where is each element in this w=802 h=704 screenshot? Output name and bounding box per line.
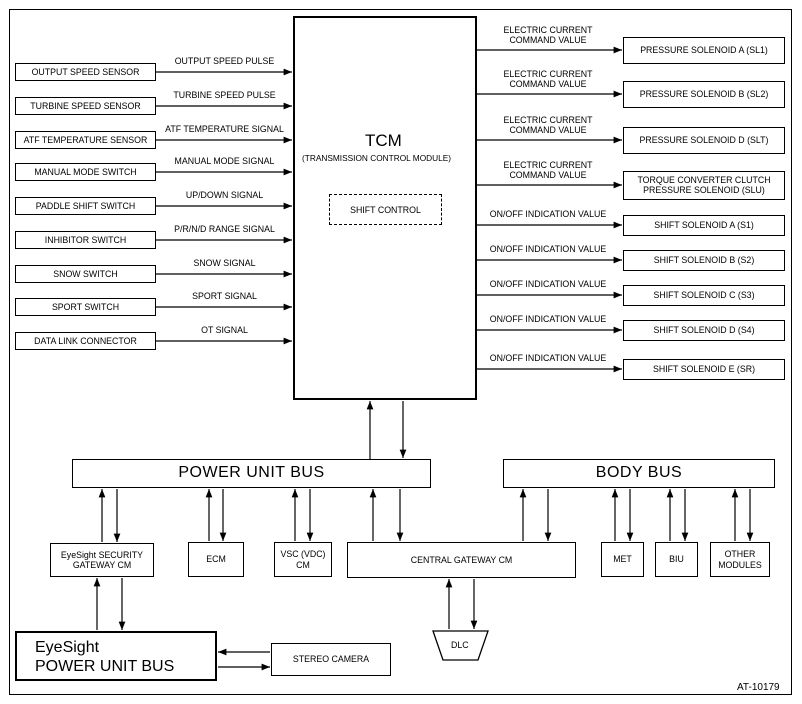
input-box: MANUAL MODE SWITCH [15,163,156,181]
input-signal-label: UP/DOWN SIGNAL [185,190,264,200]
central-gateway-cm: CENTRAL GATEWAY CM [347,542,576,578]
output-box: PRESSURE SOLENOID B (SL2) [623,80,785,108]
output-box: PRESSURE SOLENOID A (SL1) [623,36,785,64]
output-signal-label: ON/OFF INDICATION VALUE [489,279,607,289]
output-signal-label: ON/OFF INDICATION VALUE [489,314,607,324]
vsc-cm-box: VSC (VDC) CM [274,542,332,577]
output-box: TORQUE CONVERTER CLUTCH PRESSURE SOLENOI… [623,170,785,200]
input-box: SNOW SWITCH [15,265,156,283]
other-modules-box: OTHER MODULES [710,542,770,577]
eyesight-bus-line2: POWER UNIT BUS [35,658,175,676]
input-signal-label: OUTPUT SPEED PULSE [174,56,275,66]
output-box: PRESSURE SOLENOID D (SLT) [623,126,785,154]
input-box: SPORT SWITCH [15,298,156,316]
met-box: MET [601,542,644,577]
output-box: SHIFT SOLENOID A (S1) [623,214,785,236]
eyesight-power-unit-bus: EyeSight POWER UNIT BUS [15,631,217,681]
output-signal-label: ON/OFF INDICATION VALUE [489,244,607,254]
eyesight-bus-line1: EyeSight [35,639,100,656]
tcm-box [293,16,477,400]
output-signal-label: ELECTRIC CURRENT COMMAND VALUE [503,115,593,136]
input-signal-label: SNOW SIGNAL [193,258,256,268]
biu-box: BIU [655,542,698,577]
output-signal-label: ELECTRIC CURRENT COMMAND VALUE [503,25,593,46]
input-signal-label: OT SIGNAL [201,325,248,335]
tcm-subtitle: (TRANSMISSION CONTROL MODULE) [302,153,452,163]
input-signal-label: SPORT SIGNAL [192,291,257,301]
dlc-label: DLC [451,640,469,650]
output-signal-label: ON/OFF INDICATION VALUE [489,353,607,363]
input-signal-label: P/R/N/D RANGE SIGNAL [174,224,275,234]
input-signal-label: MANUAL MODE SIGNAL [174,156,275,166]
output-box: SHIFT SOLENOID B (S2) [623,249,785,271]
diagram-frame [9,9,792,695]
eyesight-gateway-cm: EyeSight SECURITY GATEWAY CM [50,543,154,577]
input-signal-label: ATF TEMPERATURE SIGNAL [165,124,284,134]
input-signal-label: TURBINE SPEED PULSE [173,90,276,100]
shift-control-box: SHIFT CONTROL [329,194,442,225]
body-bus: BODY BUS [503,459,775,488]
input-box: TURBINE SPEED SENSOR [15,97,156,115]
input-box: OUTPUT SPEED SENSOR [15,63,156,81]
output-box: SHIFT SOLENOID D (S4) [623,319,785,341]
output-box: SHIFT SOLENOID E (SR) [623,358,785,380]
input-box: INHIBITOR SWITCH [15,231,156,249]
tcm-title: TCM [365,131,402,150]
figure-code: AT-10179 [737,682,780,693]
input-box: DATA LINK CONNECTOR [15,332,156,350]
dlc-connector [432,630,489,661]
stereo-camera-box: STEREO CAMERA [271,643,391,676]
output-signal-label: ELECTRIC CURRENT COMMAND VALUE [503,69,593,90]
power-unit-bus: POWER UNIT BUS [72,459,431,488]
output-box: SHIFT SOLENOID C (S3) [623,284,785,306]
input-box: PADDLE SHIFT SWITCH [15,197,156,215]
output-signal-label: ELECTRIC CURRENT COMMAND VALUE [503,160,593,181]
ecm-box: ECM [188,542,244,577]
output-signal-label: ON/OFF INDICATION VALUE [489,209,607,219]
input-box: ATF TEMPERATURE SENSOR [15,131,156,149]
